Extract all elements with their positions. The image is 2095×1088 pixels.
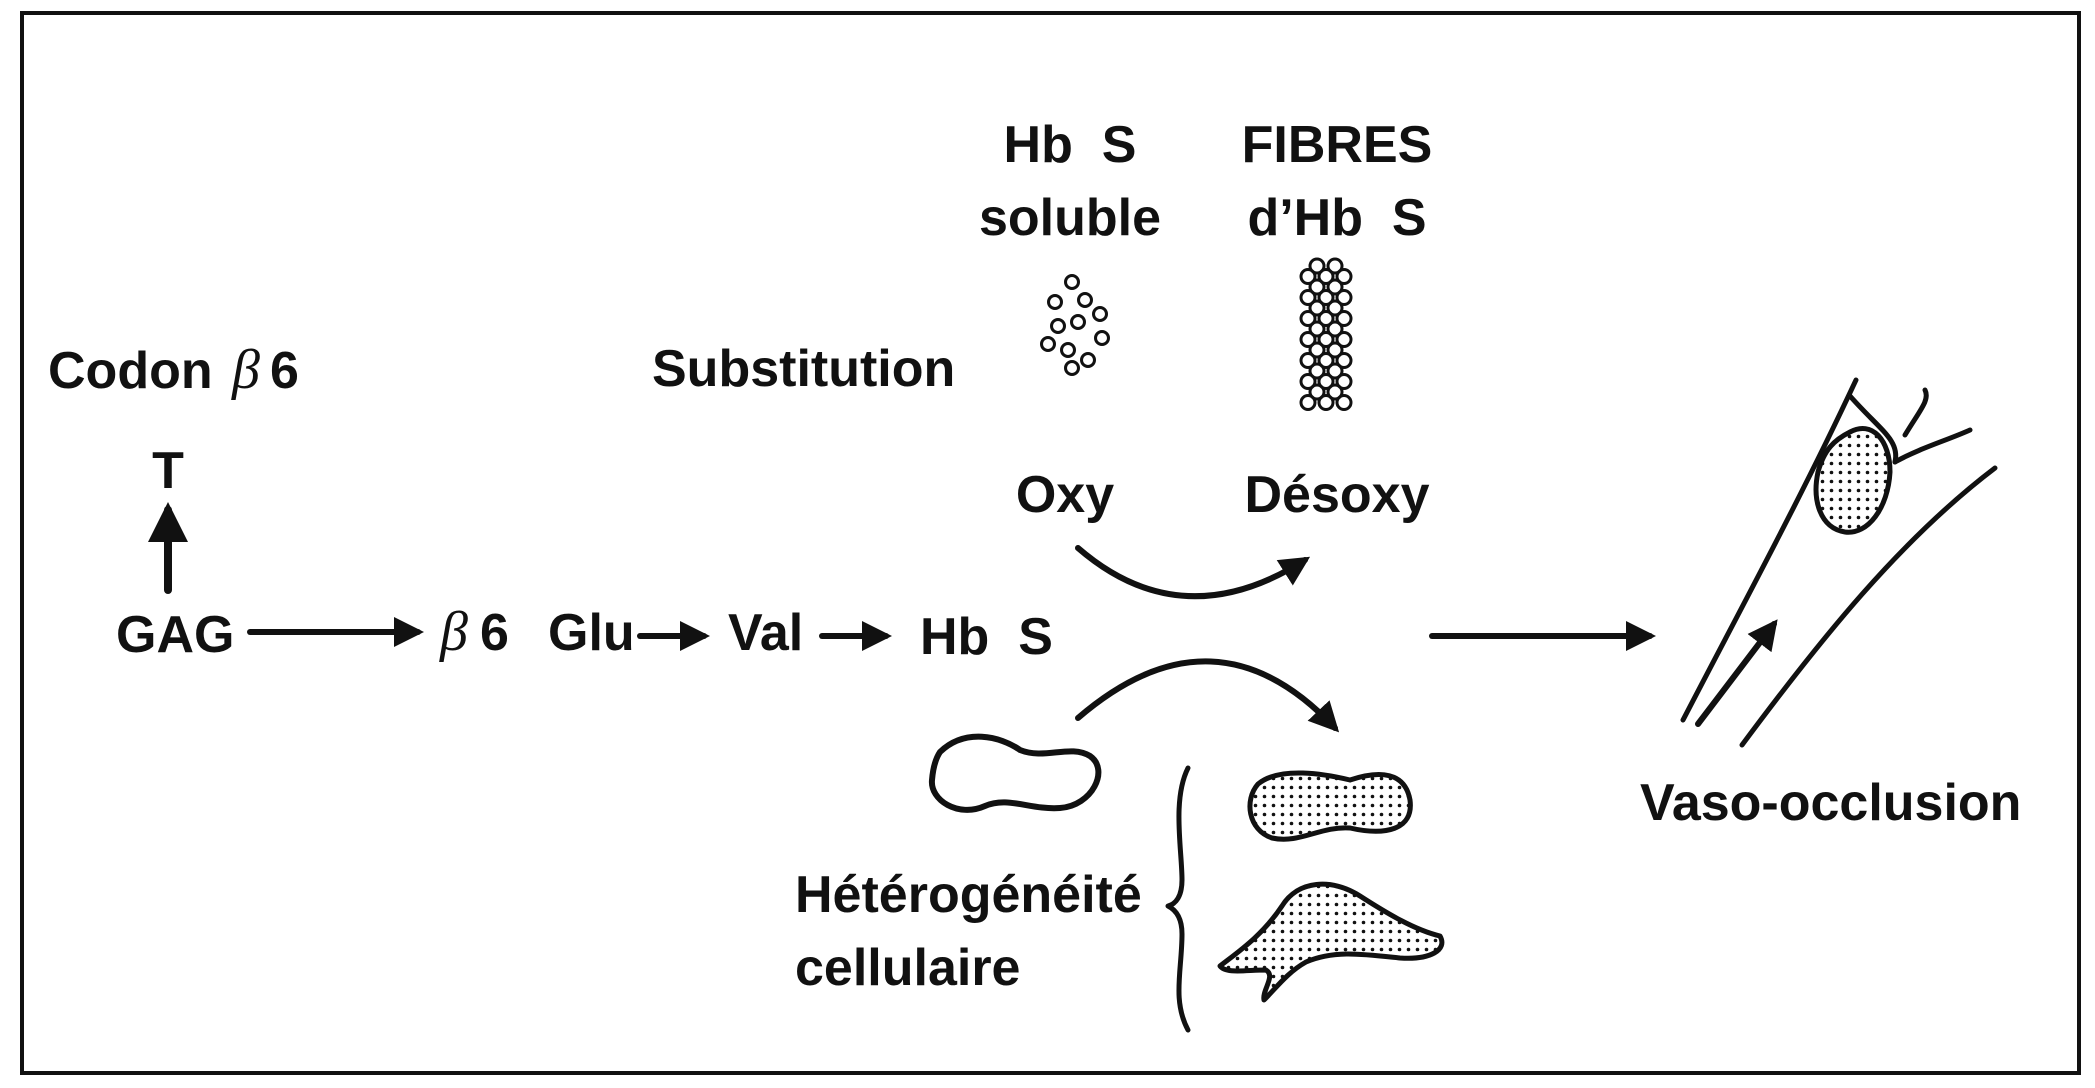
soluble-molecules-icon [1040, 274, 1110, 376]
heterogeneite-title: Hétérogénéité [795, 866, 1142, 924]
fibre-molecule-dot [1317, 268, 1335, 285]
codon-label: Codon [48, 342, 213, 400]
hbs-label: Hb S [920, 608, 1053, 666]
fibre-molecule-dot [1317, 373, 1335, 390]
soluble-molecule-dot [1060, 342, 1076, 358]
fibre-molecule-dot [1326, 257, 1344, 275]
fibre-molecule-dot [1317, 310, 1335, 327]
fibre-molecule-dot [1299, 310, 1317, 327]
fibre-molecule-dot [1308, 320, 1326, 338]
soluble-molecule-dot [1080, 352, 1096, 368]
vessel-branch-wall-a [1847, 393, 1899, 465]
heterogeneite-subtitle: cellulaire [795, 939, 1020, 997]
hbs-soluble-title: Hb S [1004, 116, 1137, 174]
fibres-subtitle: d’Hb S [1247, 189, 1426, 247]
substitution-label: Substitution [652, 340, 955, 398]
fibre-molecule-dot [1317, 331, 1335, 348]
fibre-molecule-dot [1335, 394, 1353, 411]
fibre-molecule-dot [1308, 278, 1326, 296]
t-base-label: T [152, 442, 184, 500]
fibre-molecule-dot [1308, 362, 1326, 380]
fibre-molecule-dot [1335, 331, 1353, 348]
glu-label: Glu [548, 604, 635, 662]
fibre-molecule-dot [1308, 299, 1326, 317]
beta6-beta-symbol: β [439, 601, 468, 663]
cell-group-brace [1165, 765, 1191, 1033]
vessel-branch-wall-b [1892, 427, 1973, 465]
occluding-cell-icon [1813, 426, 1893, 535]
fibre-molecule-dot [1326, 299, 1344, 317]
vessel-wall-upper [1680, 377, 1859, 723]
fibre-molecule-dot [1326, 278, 1344, 296]
fibre-molecule-dot [1326, 320, 1344, 338]
fibre-molecule-dot [1308, 383, 1326, 401]
codon-beta-symbol: β [231, 339, 260, 401]
fibre-molecule-dot [1299, 289, 1317, 306]
fibre-polymer-icon [1299, 257, 1353, 411]
beta6-six: 6 [480, 604, 509, 662]
fibre-molecule-dot [1335, 310, 1353, 327]
gag-label: GAG [116, 606, 234, 664]
normal-cell-icon [928, 733, 1102, 813]
fibre-molecule-dot [1299, 394, 1317, 411]
soluble-molecule-dot [1070, 314, 1086, 330]
stippled-oval-cell-icon [1247, 770, 1413, 842]
fibre-molecule-dot [1335, 268, 1353, 285]
vaso-occlusion-label: Vaso-occlusion [1640, 774, 2021, 832]
figure-frame [20, 11, 2081, 1075]
fibre-molecule-dot [1317, 352, 1335, 369]
sickle-cell-icon [1217, 881, 1445, 1003]
fibre-molecule-dot [1335, 352, 1353, 369]
fibre-molecule-dot [1326, 383, 1344, 401]
soluble-molecule-dot [1077, 292, 1093, 308]
vessel-branch-wall-c [1902, 387, 1929, 438]
oxy-to-desoxy-curved-arrow [1075, 545, 1311, 600]
fibre-molecule-dot [1317, 289, 1335, 306]
vessel-wall-lower [1739, 465, 1998, 748]
fibre-molecule-dot [1308, 341, 1326, 359]
fibres-title: FIBRES [1242, 116, 1433, 174]
fibre-molecule-dot [1335, 289, 1353, 306]
fibre-molecule-dot [1326, 341, 1344, 359]
soluble-molecule-dot [1050, 318, 1066, 334]
fibre-molecule-dot [1299, 352, 1317, 369]
fibre-molecule-dot [1317, 394, 1335, 411]
soluble-molecule-dot [1094, 330, 1110, 346]
fibre-molecule-dot [1326, 362, 1344, 380]
soluble-molecule-dot [1064, 274, 1080, 290]
soluble-molecule-dot [1064, 360, 1080, 376]
soluble-molecule-dot [1092, 306, 1108, 322]
soluble-molecule-dot [1047, 294, 1063, 310]
soluble-molecule-dot [1040, 336, 1056, 352]
oxy-label: Oxy [1016, 466, 1114, 524]
desoxy-label: Désoxy [1245, 466, 1430, 524]
val-label: Val [728, 604, 803, 662]
fibre-molecule-dot [1299, 373, 1317, 390]
hbs-to-cells-curved-arrow [1075, 658, 1340, 733]
blood-flow-arrow [1695, 619, 1778, 727]
fibre-molecule-dot [1299, 268, 1317, 285]
fibre-molecule-dot [1308, 257, 1326, 275]
codon-six: 6 [270, 342, 299, 400]
fibre-molecule-dot [1335, 373, 1353, 390]
fibre-molecule-dot [1299, 331, 1317, 348]
hbs-soluble-subtitle: soluble [979, 189, 1161, 247]
